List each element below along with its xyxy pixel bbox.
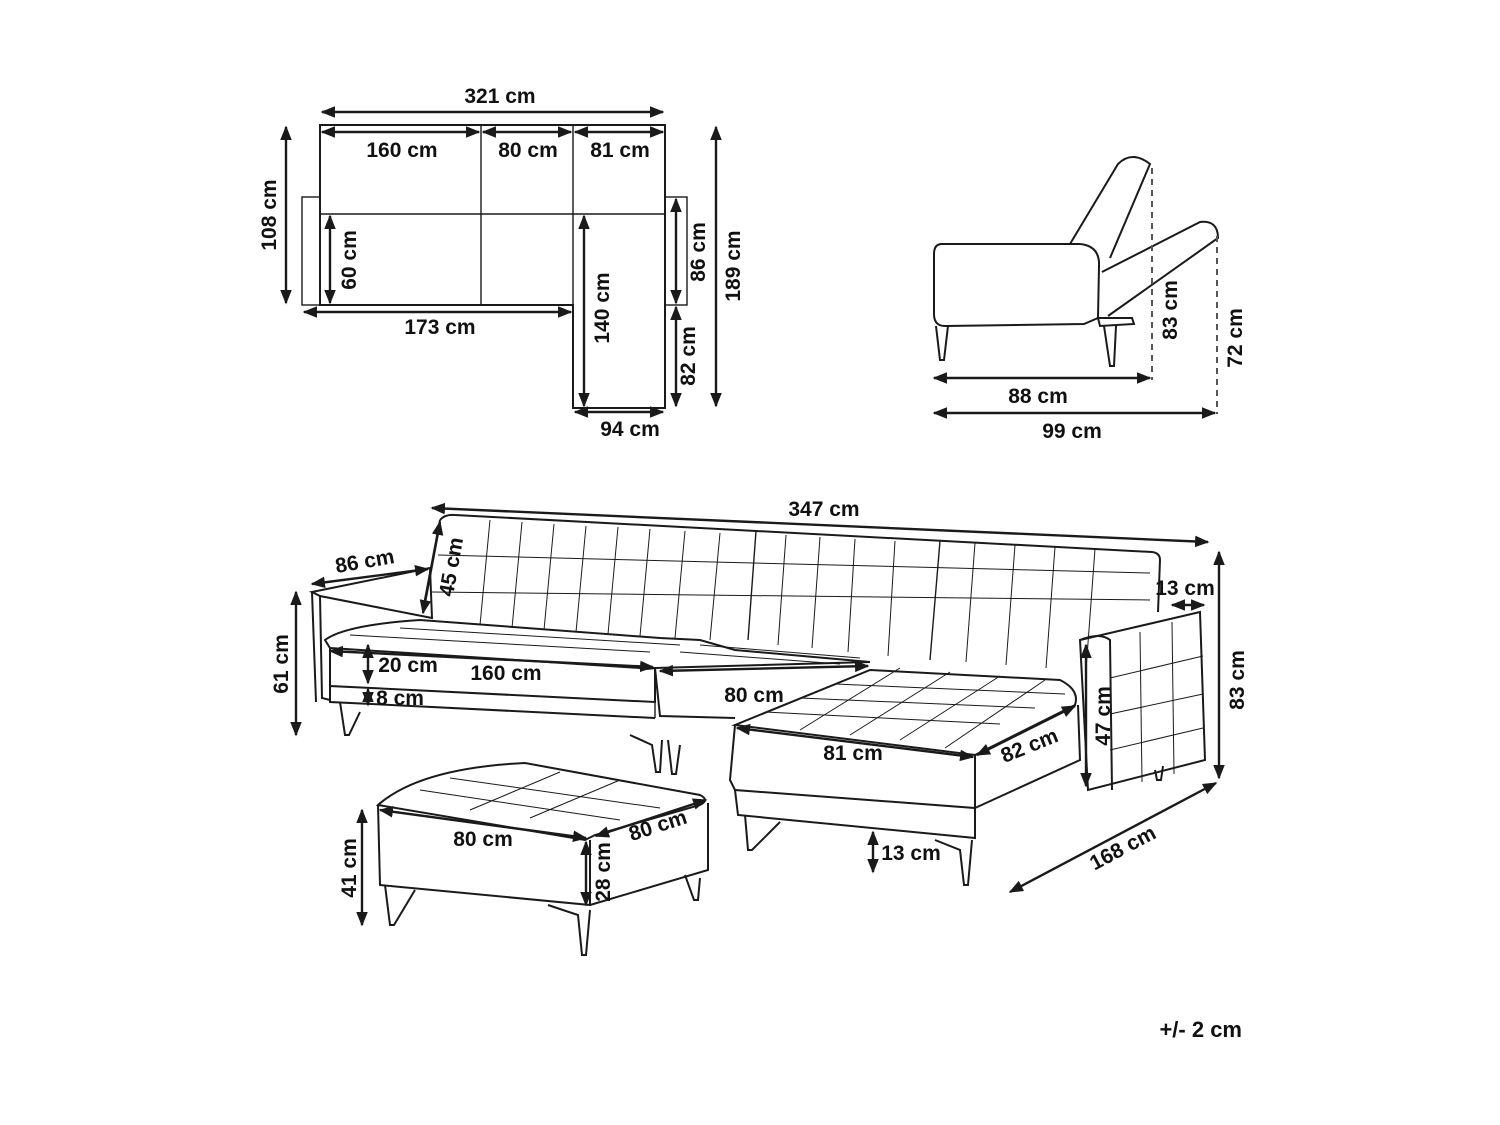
top-view-outline [301,124,688,409]
iso-ottoman [375,761,709,956]
iso-total-depth-label: 168 cm [1086,821,1160,875]
side-height-label: 83 cm [1159,280,1182,340]
iso-arm-height-label: 61 cm [270,634,293,694]
ottoman-width-label: 80 cm [453,828,513,851]
iso-seat-width-1-label: 160 cm [470,662,541,685]
iso-chaise-width-label: 81 cm [823,742,883,765]
top-view-dimension-lines [280,106,722,418]
top-seat-depth-label: 60 cm [338,230,361,290]
side-depth-label: 88 cm [1008,385,1068,408]
top-bed-length-label: 173 cm [404,316,475,339]
iso-total-length-label: 347 cm [788,498,859,521]
ottoman-depth-label: 80 cm [626,806,690,846]
top-seat-1-label: 160 cm [366,139,437,162]
ottoman-cushion-label: 28 cm [592,842,615,902]
iso-arm-width-label: 13 cm [1155,577,1215,600]
top-chaise-width-label: 94 cm [600,418,660,441]
iso-seat-width-2-label: 80 cm [724,684,784,707]
tolerance-label: +/- 2 cm [1159,1017,1242,1042]
backrest-tufting [431,519,1151,671]
top-view: 321 cm 160 cm 80 cm 81 cm 108 cm 60 cm 1… [258,85,745,441]
iso-total-height-label: 83 cm [1226,650,1249,710]
top-upper-right-label: 86 cm [687,222,710,282]
iso-dimension-lines [290,502,1225,927]
side-view: 88 cm 99 cm 83 cm 72 cm [932,156,1247,443]
top-depth-right-label: 189 cm [722,230,745,301]
iso-chaise-depth-label: 82 cm [998,724,1062,768]
iso-back-height-label: 45 cm [435,536,468,599]
top-total-width-label: 321 cm [464,85,535,108]
top-lower-right-label: 82 cm [677,326,700,386]
arm-tufting [1109,621,1204,783]
top-depth-left-label: 108 cm [258,179,281,250]
iso-right-arm-height-label: 47 cm [1092,686,1115,746]
top-chaise-length-label: 140 cm [591,272,614,343]
iso-view: 347 cm 86 cm 45 cm 61 cm 20 cm 160 cm 8 … [270,498,1249,956]
side-height-reclined-label: 72 cm [1224,308,1247,368]
ottoman-tufting [419,771,661,821]
iso-seat-cushion-label: 20 cm [378,654,438,677]
ottoman-height-label: 41 cm [338,838,361,898]
iso-leg-height-label: 13 cm [881,842,941,865]
side-depth-reclined-label: 99 cm [1042,420,1102,443]
top-seat-3-label: 81 cm [590,139,650,162]
top-seat-2-label: 80 cm [498,139,558,162]
iso-base-label: 8 cm [376,687,424,710]
